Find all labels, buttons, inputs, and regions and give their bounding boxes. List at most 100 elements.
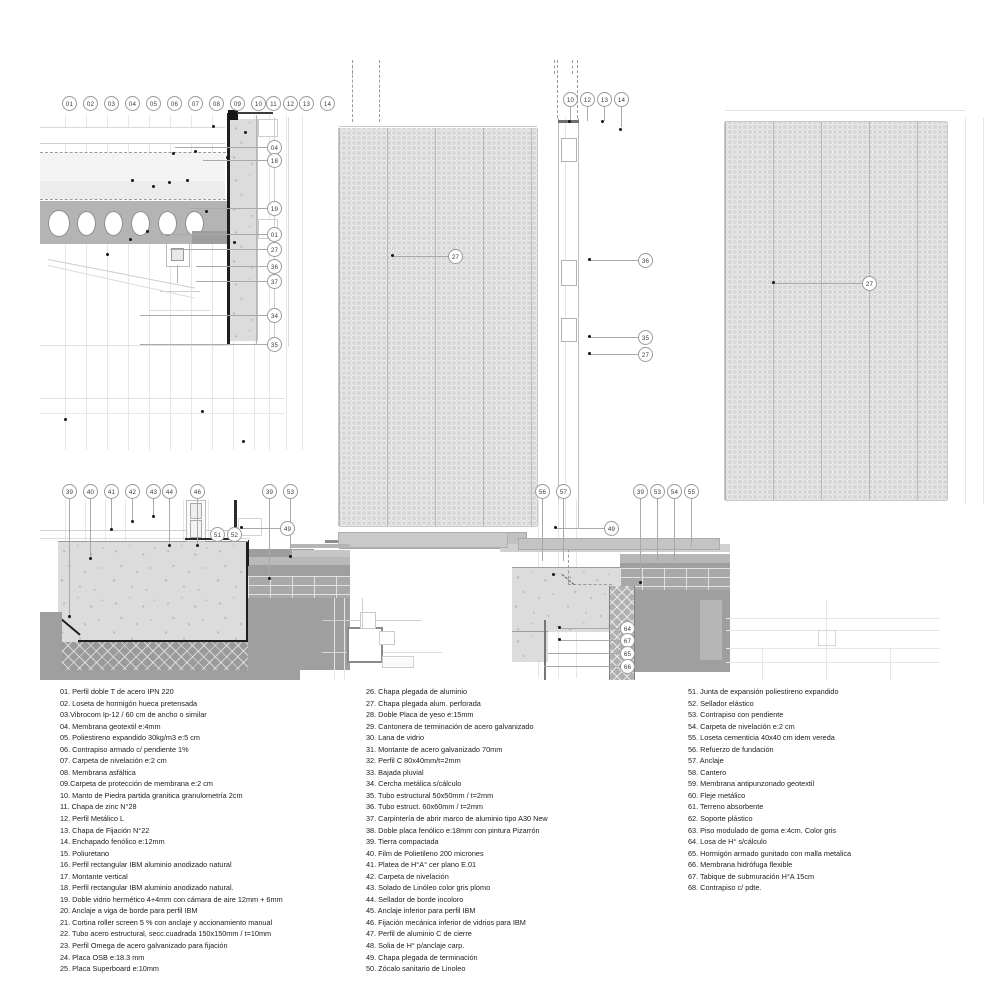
legend-item: 35. Tubo estructural 50x50mm / t=2mm (366, 790, 494, 800)
callout-bm-55[interactable]: 55 (684, 484, 699, 499)
legend-item: 08. Membrana asfáltica (60, 767, 136, 777)
callout-04[interactable]: 04 (125, 96, 140, 111)
callout-r-01[interactable]: 01 (267, 227, 282, 242)
callout-r-34[interactable]: 34 (267, 308, 282, 323)
callout-b-39[interactable]: 39 (62, 484, 77, 499)
callout-m-13[interactable]: 13 (597, 92, 612, 107)
callout-m-panel-27[interactable]: 27 (448, 249, 463, 264)
legend-item: 13. Chapa de Fijación N°22 (60, 825, 150, 835)
legend-item: 36. Tubo estruct. 60x60mm / t=2mm (366, 802, 484, 812)
callout-r-36[interactable]: 36 (267, 259, 282, 274)
callout-bm-66[interactable]: 66 (620, 659, 635, 674)
legend-item: 62. Soporte plástico (688, 814, 753, 824)
callout-r-19[interactable]: 19 (267, 201, 282, 216)
callout-03[interactable]: 03 (104, 96, 119, 111)
callout-bm-49[interactable]: 49 (604, 521, 619, 536)
callout-13[interactable]: 13 (299, 96, 314, 111)
callout-bm-54[interactable]: 54 (667, 484, 682, 499)
folded-sheet-band-bottom-right (518, 538, 720, 550)
legend-item: 19. Doble vidrio hermético 4+4mm con cám… (60, 894, 283, 904)
callout-b-49[interactable]: 49 (280, 521, 295, 536)
legend-item: 05. Poliestireno expandido 30kg/m3 e:5 c… (60, 733, 200, 743)
callout-bm-57[interactable]: 57 (556, 484, 571, 499)
callout-b-39b[interactable]: 39 (262, 484, 277, 499)
callout-07[interactable]: 07 (188, 96, 203, 111)
callout-m-10[interactable]: 10 (563, 92, 578, 107)
callout-10[interactable]: 10 (251, 96, 266, 111)
legend-item: 55. Loseta cementicia 40x40 cm idem vere… (688, 733, 835, 743)
callout-b-53[interactable]: 53 (283, 484, 298, 499)
legend-item: 28. Doble Placa de yeso e:15mm (366, 710, 474, 720)
legend-item: 26. Chapa plegada de aluminio (366, 687, 468, 696)
callout-05[interactable]: 05 (146, 96, 161, 111)
callout-11[interactable]: 11 (266, 96, 281, 111)
legend-item: 20. Anclaje a viga de borde para perfil … (60, 906, 198, 916)
callout-01[interactable]: 01 (62, 96, 77, 111)
callout-12[interactable]: 12 (283, 96, 298, 111)
legend-item: 46. Fijación mecánica inferior de vidrio… (366, 917, 526, 927)
callout-b-51[interactable]: 51 (210, 527, 225, 542)
legend-item: 22. Tubo acero estructural, secc.cuadrad… (60, 929, 272, 939)
legend-item: 31. Montante de acero galvanizado 70mm (366, 744, 503, 754)
legend-item: 41. Platea de H°A° cer plano E.01 (366, 860, 477, 870)
legend-item: 23. Perfil Omega de acero galvanizado pa… (60, 941, 228, 951)
legend-item: 07. Carpeta de nivelación e:2 cm (60, 756, 167, 766)
callout-r-18[interactable]: 18 (267, 153, 282, 168)
legend-item: 44. Sellador de borde incoloro (366, 894, 464, 904)
legend-item: 50. Zócalo sanitario de Linoleo (366, 964, 466, 974)
callout-r-35[interactable]: 35 (267, 337, 282, 352)
callout-14[interactable]: 14 (320, 96, 335, 111)
perforated-panel-middle (339, 128, 537, 526)
curtain-wall-mullion (227, 113, 230, 345)
legend-item: 43. Solado de Linóleo color gris plomo (366, 883, 491, 893)
callout-b-43[interactable]: 43 (146, 484, 161, 499)
legend-item: 21. Cortina roller screen 5 % con anclaj… (60, 917, 273, 927)
callout-r-panel-27[interactable]: 27 (862, 276, 877, 291)
callout-bm-39[interactable]: 39 (633, 484, 648, 499)
legend-item: 68. Contrapiso c/ pdte. (688, 883, 762, 893)
callout-09[interactable]: 09 (230, 96, 245, 111)
callout-b-42[interactable]: 42 (125, 484, 140, 499)
callout-m-35[interactable]: 35 (638, 330, 653, 345)
detail-top-right (715, 110, 1000, 540)
callout-bm-67[interactable]: 67 (620, 633, 635, 648)
callout-bm-53[interactable]: 53 (650, 484, 665, 499)
callout-06[interactable]: 06 (167, 96, 182, 111)
legend-item: 18. Perfil rectangular IBM aluminio anod… (60, 883, 234, 893)
callout-08[interactable]: 08 (209, 96, 224, 111)
callout-m-36[interactable]: 36 (638, 253, 653, 268)
callout-b-52[interactable]: 52 (227, 527, 242, 542)
legend-item: 67. Tabique de submuración H°A 15cm (688, 871, 815, 881)
callout-r-27[interactable]: 27 (267, 242, 282, 257)
legend-item: 27. Chapa plegada alum. perforada (366, 698, 481, 708)
detail-bottom-left (40, 500, 350, 680)
legend-item: 11. Chapa de zinc N°28 (60, 802, 137, 812)
legend-item: 47. Perfil de aluminio C de cierre (366, 929, 472, 939)
legend-item: 51. Junta de expansión poliestireno expa… (688, 687, 839, 696)
legend-item: 01. Perfil doble T de acero IPN 220 (60, 687, 174, 696)
reinforced-slab (58, 542, 248, 642)
exterior-paving-middle (620, 568, 730, 590)
callout-02[interactable]: 02 (83, 96, 98, 111)
callout-b-40[interactable]: 40 (83, 484, 98, 499)
legend-item: 63. Piso modulado de goma e:4cm. Color g… (688, 825, 837, 835)
legend-item: 39. Tierra compactada (366, 837, 439, 847)
legend-item: 24. Placa OSB e:18.3 mm (60, 952, 145, 962)
callout-bm-56[interactable]: 56 (535, 484, 550, 499)
legend-item: 66. Membrana hidrófuga flexible (688, 860, 793, 870)
legend-item: 40. Film de Polietileno 200 micrones (366, 848, 484, 858)
legend-item: 25. Placa Superboard e:10mm (60, 964, 159, 974)
callout-m-27[interactable]: 27 (638, 347, 653, 362)
legend-item: 56. Refuerzo de fundación (688, 744, 774, 754)
callout-m-14[interactable]: 14 (614, 92, 629, 107)
callout-b-41[interactable]: 41 (104, 484, 119, 499)
callout-b-44[interactable]: 44 (162, 484, 177, 499)
legend-item: 30. Lana de vidrio (366, 733, 425, 743)
callout-m-12[interactable]: 12 (580, 92, 595, 107)
callout-b-46[interactable]: 46 (190, 484, 205, 499)
callout-r-37[interactable]: 37 (267, 274, 282, 289)
detail-top-middle (325, 60, 615, 549)
